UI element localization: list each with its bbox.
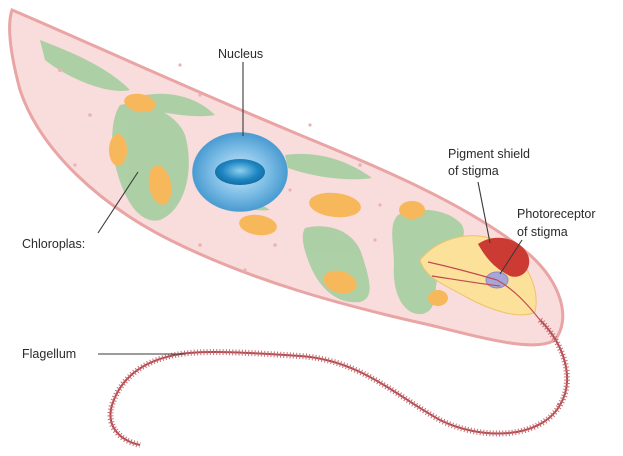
label-chloroplast: Chloroplas: — [22, 237, 85, 251]
label-flagellum: Flagellum — [22, 347, 76, 361]
label-pigment-shield-1: Pigment shield — [448, 147, 530, 161]
nucleus — [193, 133, 287, 211]
granule-8 — [428, 290, 448, 306]
label-photoreceptor-1: Photoreceptor — [517, 207, 596, 221]
label-pigment-shield-2: of stigma — [448, 164, 499, 178]
label-nucleus: Nucleus — [218, 47, 263, 61]
granule-2 — [109, 134, 127, 166]
granule-7 — [399, 201, 425, 219]
nucleolus — [215, 159, 265, 185]
label-photoreceptor-2: of stigma — [517, 225, 568, 239]
